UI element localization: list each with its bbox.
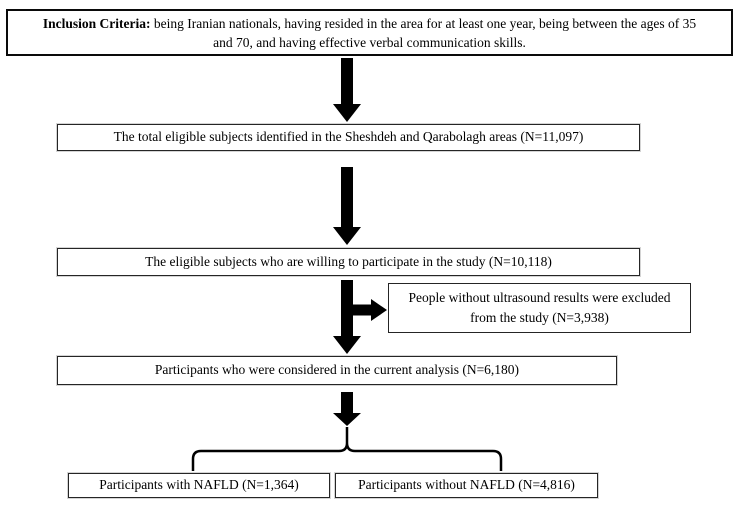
inclusion-criteria-line1: Inclusion Criteria: being Iranian nation… (18, 14, 721, 33)
inclusion-criteria-box: Inclusion Criteria: being Iranian nation… (6, 9, 733, 56)
excluded-line1: People without ultrasound results were e… (408, 290, 671, 305)
nafld-participants-box: Participants with NAFLD (N=1,364) (68, 473, 330, 498)
arrow-down-2 (333, 167, 361, 245)
arrow-down-3 (333, 280, 361, 354)
willing-to-participate-label: The eligible subjects who are willing to… (145, 253, 552, 269)
analyzed-participants-label: Participants who were considered in the … (154, 362, 520, 378)
total-eligible-box: The total eligible subjects identified i… (57, 124, 640, 151)
non-nafld-participants-box: Participants without NAFLD (N=4,816) (335, 473, 598, 498)
inclusion-criteria-heading: Inclusion Criteria: (42, 15, 151, 31)
arrow-right-excluded (353, 299, 387, 321)
excluded-no-ultrasound-box: People without ultrasound results were e… (388, 283, 691, 333)
arrow-down-4 (333, 392, 361, 426)
split-bracket (191, 427, 503, 471)
analyzed-participants-box: Participants who were considered in the … (57, 356, 617, 385)
willing-to-participate-box: The eligible subjects who are willing to… (57, 248, 640, 276)
inclusion-criteria-line1-text: being Iranian nationals, having resided … (150, 15, 697, 31)
non-nafld-participants-label: Participants without NAFLD (N=4,816) (358, 477, 575, 493)
arrow-down-1 (333, 58, 361, 122)
excluded-line2: from the study (N=3,938) (470, 310, 609, 325)
nafld-participants-label: Participants with NAFLD (N=1,364) (99, 477, 299, 493)
inclusion-criteria-line2: and 70, and having effective verbal comm… (213, 34, 526, 50)
total-eligible-label: The total eligible subjects identified i… (113, 129, 584, 145)
